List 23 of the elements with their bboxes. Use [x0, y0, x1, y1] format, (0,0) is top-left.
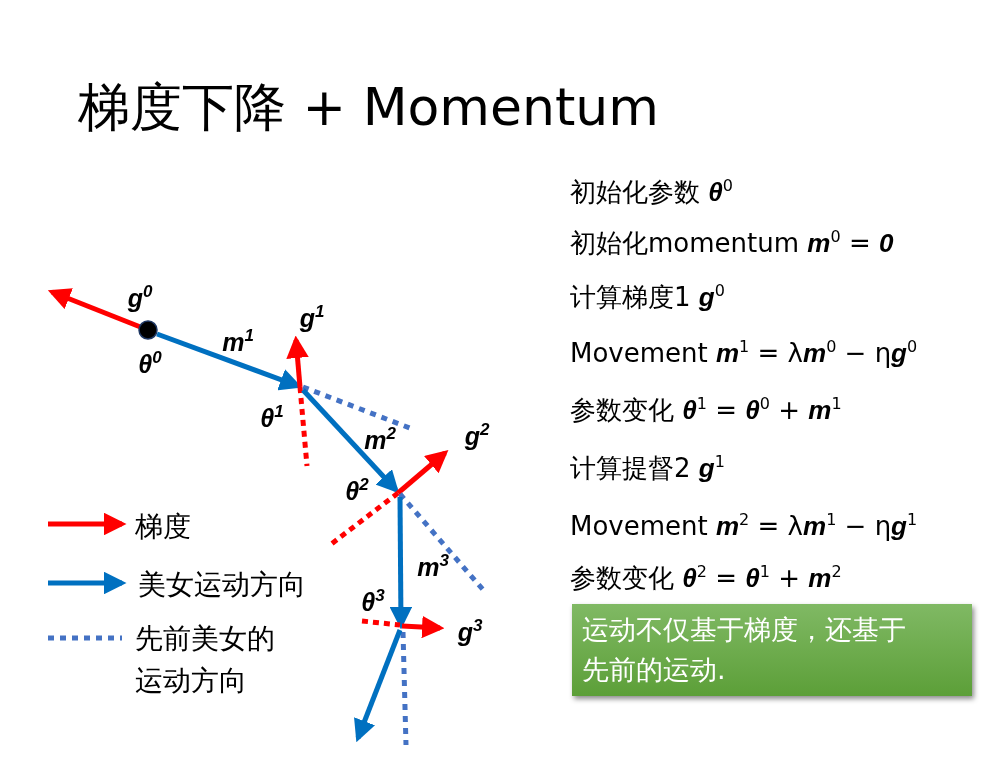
variable-label: θ$^{2}$ [345, 478, 369, 504]
legend-text: 梯度 [135, 509, 191, 545]
variable-label: m$^{2}$ [364, 427, 396, 453]
legend-text: 美女运动方向 [138, 567, 306, 603]
formula-text: 初始化momentum m$^{0}$ = 0 [570, 228, 894, 258]
variable-label: θ$^{1}$ [260, 405, 284, 431]
note-box: 运动不仅基于梯度，还基于先前的运动. [572, 604, 972, 696]
variable-label: m$^{3}$ [417, 554, 449, 580]
formula-text: 计算提督2 g$^{1}$ [570, 453, 725, 483]
variable-label: g$^{1}$ [299, 305, 325, 331]
formula-text: 初始化参数 θ$^{0}$ [570, 177, 733, 207]
title: 梯度下降 + Momentum [78, 76, 659, 139]
variable-label: g$^{2}$ [464, 423, 490, 449]
variable-label: g$^{3}$ [457, 619, 483, 645]
variable-label: g$^{0}$ [127, 285, 153, 311]
formula-text: Movement m$^{2}$ = λm$^{1}$ − ηg$^{1}$ [570, 511, 918, 541]
variable-label: θ$^{0}$ [138, 351, 162, 377]
formula-text: Movement m$^{1}$ = λm$^{0}$ − ηg$^{0}$ [570, 338, 918, 368]
formula-text: 参数变化 θ$^{1}$ = θ$^{0}$ + m$^{1}$ [570, 395, 842, 425]
variable-label: m$^{1}$ [222, 329, 254, 355]
formula-text: 计算梯度1 g$^{0}$ [570, 282, 725, 312]
legend-text: 先前美女的运动方向 [135, 621, 276, 699]
variable-label: θ$^{3}$ [361, 589, 385, 615]
